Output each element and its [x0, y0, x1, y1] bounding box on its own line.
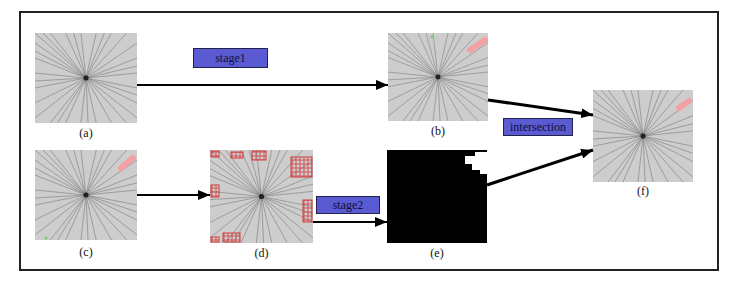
arrow	[487, 150, 593, 185]
stage-box: stage1	[193, 48, 268, 68]
image-panel: (d)	[210, 150, 313, 243]
panel-caption: (e)	[387, 246, 487, 260]
image-panel: (b)	[388, 33, 488, 121]
image-panel: (e)	[387, 150, 487, 243]
panel-caption: (b)	[388, 124, 488, 138]
stage-box: intersection	[503, 118, 573, 136]
stage-label: stage2	[333, 198, 364, 212]
arrow	[137, 194, 210, 196]
panel-caption: (a)	[35, 126, 137, 140]
stage-label: intersection	[510, 120, 566, 134]
image-panel: (c)	[35, 150, 137, 240]
panel-caption: (d)	[210, 246, 313, 260]
panel-caption: (f)	[593, 184, 693, 198]
arrow	[488, 100, 593, 115]
stage-box: stage2	[316, 196, 380, 214]
arrow	[313, 221, 387, 223]
image-panel: (f)	[593, 90, 693, 182]
stage-label: stage1	[215, 51, 246, 65]
arrow	[137, 84, 388, 86]
panel-caption: (c)	[35, 245, 137, 259]
image-panel: (a)	[35, 33, 137, 123]
